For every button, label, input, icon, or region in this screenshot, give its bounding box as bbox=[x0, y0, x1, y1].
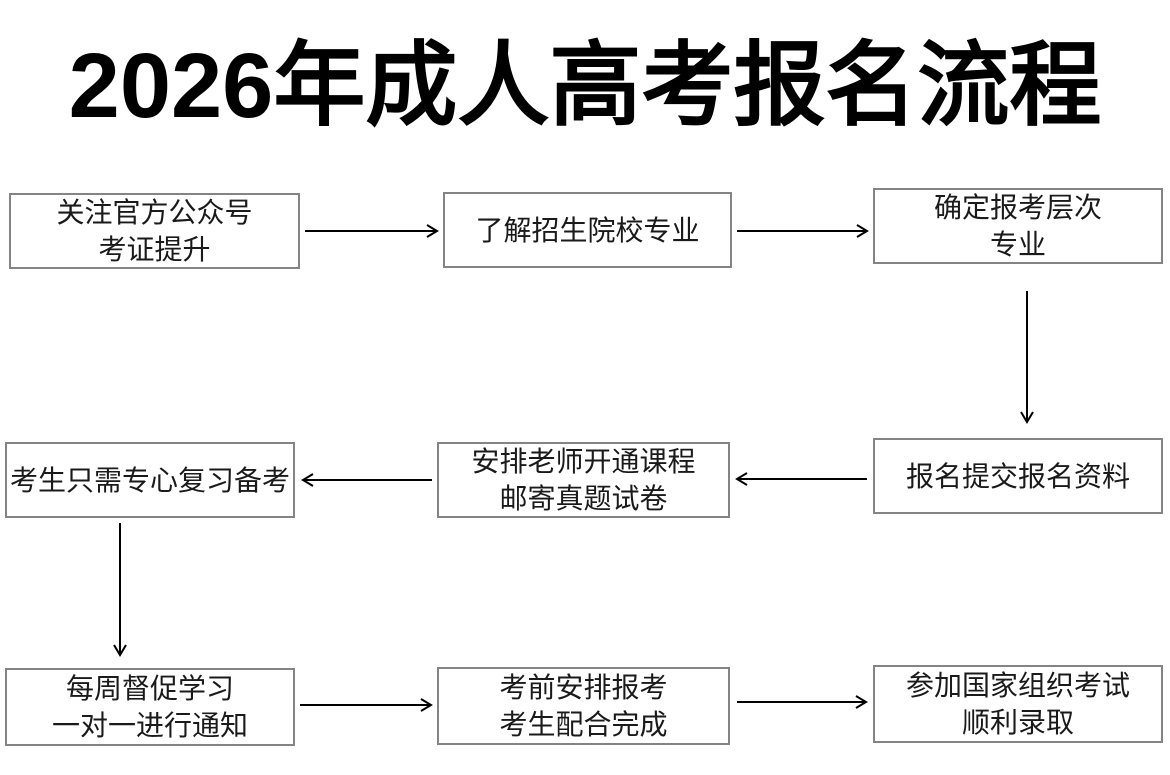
step-text-line: 确定报考层次 bbox=[933, 192, 1102, 223]
flow-step-focus-review: 考生只需专心复习备考 bbox=[5, 442, 295, 518]
step-text-line: 参加国家组织考试 bbox=[905, 670, 1130, 701]
flow-step-submit-registration: 报名提交报名资料 bbox=[873, 438, 1163, 514]
step-text-line: 顺利录取 bbox=[961, 707, 1074, 738]
step-text-line: 每周督促学习 bbox=[65, 673, 234, 704]
flow-step-follow-official-account: 关注官方公众号 考证提升 bbox=[9, 193, 300, 269]
arrow-step7-to-step8 bbox=[300, 698, 433, 712]
step-text-line: 安排老师开通课程 bbox=[471, 446, 696, 477]
step-text-line: 报名提交报名资料 bbox=[905, 460, 1130, 492]
flow-step-confirm-level-major: 确定报考层次 专业 bbox=[873, 188, 1163, 264]
step-text-line: 专业 bbox=[989, 229, 1046, 260]
arrow-step6-to-step7 bbox=[113, 523, 127, 657]
step-text-line: 考证提升 bbox=[98, 234, 211, 265]
flow-step-take-exam-admission: 参加国家组织考试 顺利录取 bbox=[873, 665, 1163, 743]
step-text-line: 了解招生院校专业 bbox=[475, 214, 700, 246]
arrow-step2-to-step3 bbox=[737, 224, 869, 238]
page-title: 2026年成人高考报名流程 bbox=[68, 35, 1102, 137]
arrow-step8-to-step9 bbox=[737, 695, 868, 709]
step-text-line: 考生配合完成 bbox=[499, 709, 668, 740]
arrow-step4-to-step5 bbox=[735, 472, 867, 486]
flow-step-learn-colleges-majors: 了解招生院校专业 bbox=[443, 192, 732, 268]
step-text-line: 一对一进行通知 bbox=[51, 710, 248, 741]
step-text-line: 考前安排报考 bbox=[499, 672, 668, 703]
arrow-step3-to-step4 bbox=[1020, 291, 1034, 424]
flow-step-weekly-supervision: 每周督促学习 一对一进行通知 bbox=[5, 668, 295, 746]
step-text-line: 邮寄真题试卷 bbox=[499, 483, 668, 514]
arrow-step1-to-step2 bbox=[305, 224, 439, 238]
flow-step-course-materials: 安排老师开通课程 邮寄真题试卷 bbox=[437, 442, 730, 518]
arrow-step5-to-step6 bbox=[301, 473, 432, 487]
step-text-line: 关注官方公众号 bbox=[56, 197, 253, 228]
flow-step-pre-exam-arrangement: 考前安排报考 考生配合完成 bbox=[437, 667, 730, 745]
step-text-line: 考生只需专心复习备考 bbox=[9, 464, 290, 496]
